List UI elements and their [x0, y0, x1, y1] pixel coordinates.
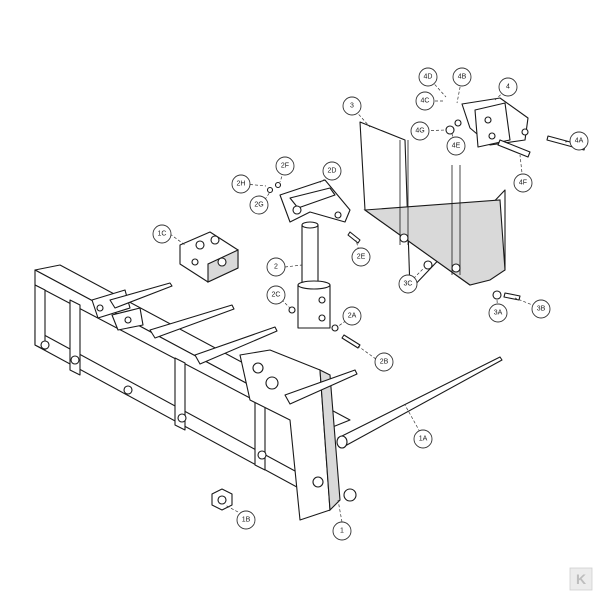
spear-nut: [211, 488, 233, 511]
tines: [109, 282, 358, 405]
callout-1B-label: 1B: [242, 517, 251, 524]
callout-4B-label: 4B: [458, 74, 467, 81]
callout-2F: 2F: [275, 156, 295, 176]
brand-logo: K: [569, 567, 593, 591]
callout-3A: 3A: [488, 303, 508, 323]
callout-4G-label: 4G: [415, 128, 424, 135]
callout-1-label: 1: [340, 528, 344, 535]
callout-2D: 2D: [322, 161, 342, 181]
callout-2B-label: 2B: [380, 359, 389, 366]
callout-4A: 4A: [569, 131, 589, 151]
callout-1C: 1C: [152, 224, 172, 244]
callout-4-label: 4: [506, 84, 510, 91]
hydraulic-cylinder: [297, 221, 331, 329]
callout-2C: 2C: [266, 285, 286, 305]
callout-3C: 3C: [398, 274, 418, 294]
mounting-bracket: [461, 97, 529, 148]
callout-4: 4: [498, 77, 518, 97]
callout-2G: 2G: [249, 195, 269, 215]
brand-logo-text: K: [576, 571, 586, 587]
bale-spear: [336, 356, 503, 449]
callout-3: 3: [342, 96, 362, 116]
callout-3C-label: 3C: [404, 281, 413, 288]
callout-2B: 2B: [374, 352, 394, 372]
valve-block: [179, 231, 239, 283]
callout-2H: 2H: [231, 174, 251, 194]
callout-4D: 4D: [418, 67, 438, 87]
callout-1A-label: 1A: [419, 436, 428, 443]
callout-2D-label: 2D: [328, 168, 337, 175]
callout-2A-label: 2A: [348, 313, 357, 320]
callout-4E-label: 4E: [452, 143, 461, 150]
callout-4D-label: 4D: [424, 74, 433, 81]
callout-4F-label: 4F: [519, 180, 527, 187]
callout-2E: 2E: [351, 247, 371, 267]
callout-4G: 4G: [410, 121, 430, 141]
clamp-linkage: [279, 179, 351, 223]
hardware: [266, 119, 586, 349]
callout-3A-label: 3A: [494, 310, 503, 317]
callout-2A: 2A: [342, 306, 362, 326]
callout-4F: 4F: [513, 173, 533, 193]
callout-2C-label: 2C: [272, 292, 281, 299]
callout-2: 2: [266, 257, 286, 277]
callout-1B: 1B: [236, 510, 256, 530]
callout-1C-label: 1C: [158, 231, 167, 238]
callout-1A: 1A: [413, 429, 433, 449]
callout-4C: 4C: [415, 91, 435, 111]
callout-1: 1: [332, 521, 352, 541]
callout-3-label: 3: [350, 103, 354, 110]
guard-plate: [359, 121, 506, 291]
callout-2-label: 2: [274, 264, 278, 271]
callout-2F-label: 2F: [281, 163, 289, 170]
callout-2E-label: 2E: [357, 254, 366, 261]
callout-2H-label: 2H: [237, 181, 246, 188]
callout-3B-label: 3B: [537, 306, 546, 313]
callout-2G-label: 2G: [254, 202, 263, 209]
callout-3B: 3B: [531, 299, 551, 319]
callout-4C-label: 4C: [421, 98, 430, 105]
callout-4B: 4B: [452, 67, 472, 87]
callout-4E: 4E: [446, 136, 466, 156]
callout-4A-label: 4A: [575, 138, 584, 145]
